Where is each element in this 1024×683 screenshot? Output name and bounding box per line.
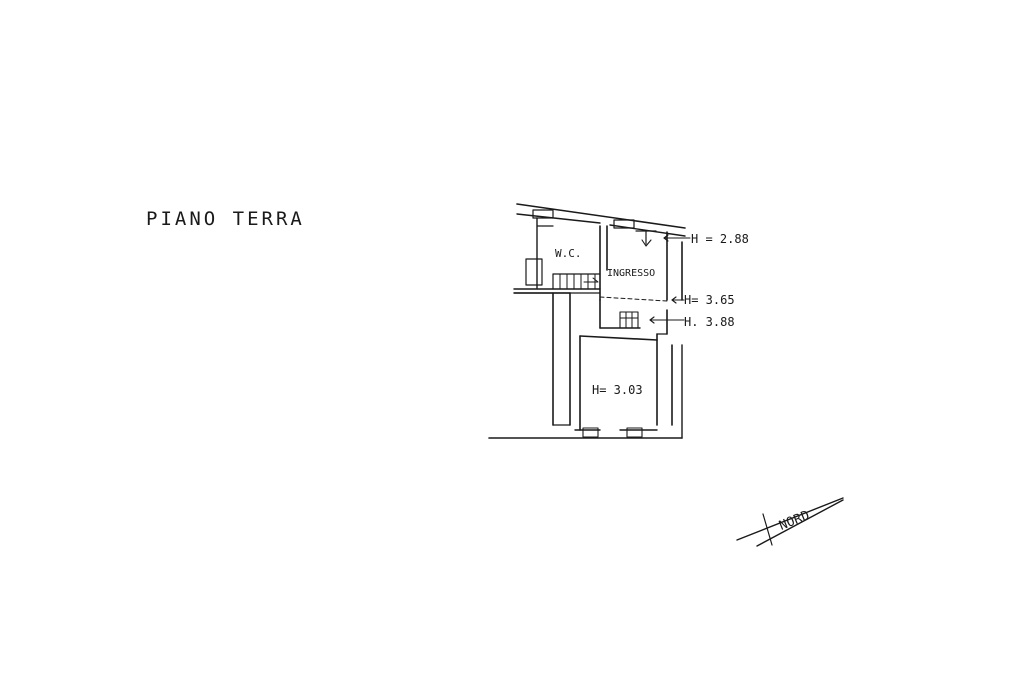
wc-label: W.C. xyxy=(555,247,582,260)
inner-stairs xyxy=(619,311,639,329)
height-label-1: H = 2.88 xyxy=(691,232,749,246)
top-wall xyxy=(516,203,686,237)
stairs xyxy=(513,273,601,294)
floor-title: PIANO TERRA xyxy=(146,208,305,230)
main-room-height-label: H= 3.03 xyxy=(592,383,643,397)
height-label-3: H. 3.88 xyxy=(684,315,735,329)
entrance-door xyxy=(635,230,657,247)
door-right xyxy=(626,427,643,438)
door-left xyxy=(582,427,599,438)
wc-room xyxy=(525,217,554,289)
left-wall xyxy=(513,292,571,426)
right-wall xyxy=(656,231,683,439)
height-leaders xyxy=(649,234,691,324)
wc-fixture xyxy=(525,258,543,286)
compass-label: NORD xyxy=(777,508,812,534)
height-label-2: H= 3.65 xyxy=(684,293,735,307)
section-line xyxy=(599,296,668,302)
ingresso-label: INGRESSO xyxy=(607,268,655,279)
north-arrow xyxy=(736,497,844,547)
main-room xyxy=(574,335,658,438)
